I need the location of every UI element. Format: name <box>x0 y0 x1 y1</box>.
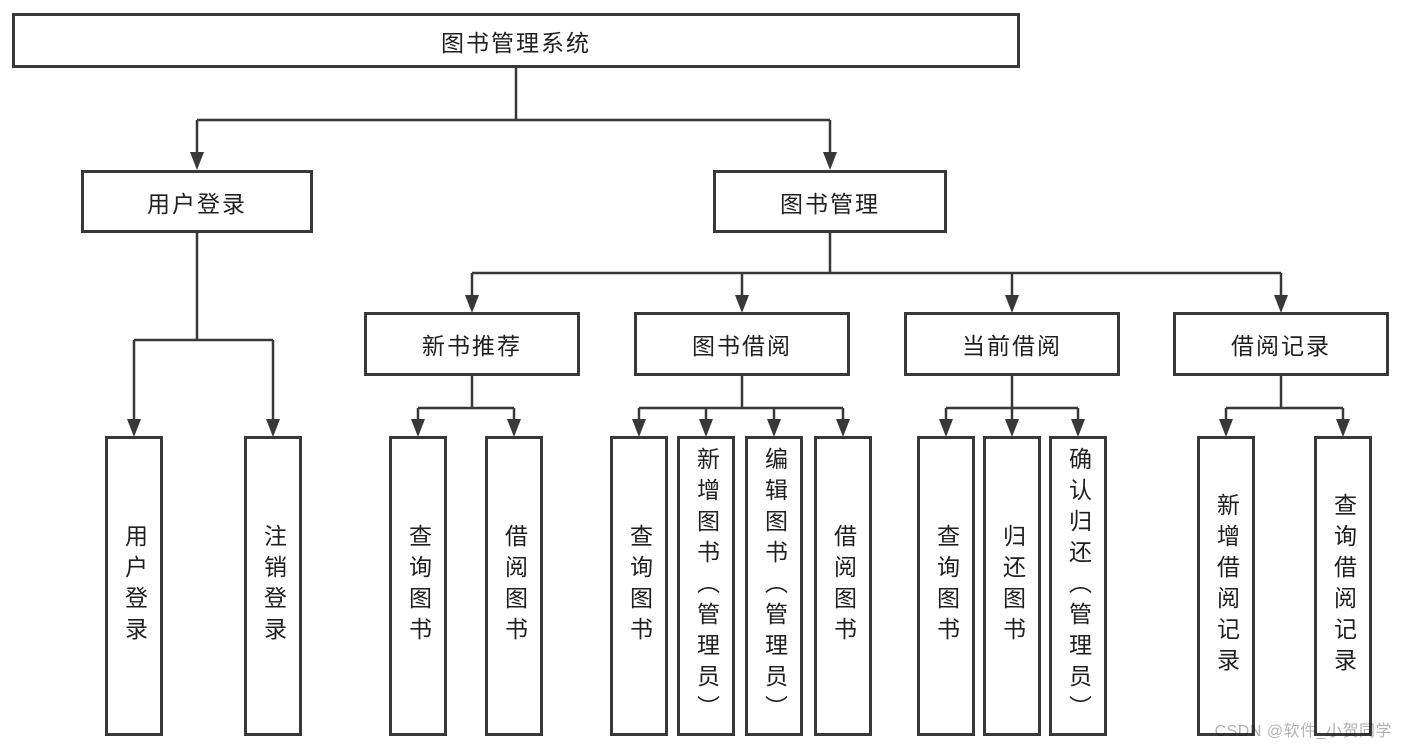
leaf-query-books-borrowing-label: 查询图书 <box>626 524 653 648</box>
node-book-borrowing: 图书借阅 <box>634 312 850 376</box>
leaf-user-login-label: 用户登录 <box>121 524 148 648</box>
leaf-query-books-recommend: 查询图书 <box>389 436 447 736</box>
node-current-borrowing: 当前借阅 <box>904 312 1120 376</box>
node-book-borrowing-label: 图书借阅 <box>692 333 792 359</box>
leaf-add-borrow-record-label: 新增借阅记录 <box>1213 493 1240 679</box>
leaf-logout-label: 注销登录 <box>260 524 287 648</box>
node-user-login-label: 用户登录 <box>147 190 247 217</box>
node-root-label: 图书管理系统 <box>441 29 591 56</box>
leaf-add-borrow-record: 新增借阅记录 <box>1197 436 1255 736</box>
leaf-borrow-books-recommend: 借阅图书 <box>485 436 543 736</box>
node-book-management: 图书管理 <box>713 170 947 233</box>
leaf-add-book-admin: 新增图书（管理员） <box>677 436 735 736</box>
leaf-query-books-recommend-label: 查询图书 <box>405 524 432 648</box>
leaf-borrow-books-recommend-label: 借阅图书 <box>501 524 528 648</box>
leaf-query-borrow-record: 查询借阅记录 <box>1314 436 1372 736</box>
leaf-query-borrow-record-label: 查询借阅记录 <box>1330 493 1357 679</box>
leaf-query-books-current-label: 查询图书 <box>933 524 960 648</box>
node-borrowing-records-label: 借阅记录 <box>1231 333 1331 359</box>
node-current-borrowing-label: 当前借阅 <box>962 333 1062 359</box>
leaf-confirm-return-admin: 确认归还（管理员） <box>1049 436 1107 736</box>
leaf-logout: 注销登录 <box>244 436 302 736</box>
leaf-user-login: 用户登录 <box>105 436 163 736</box>
node-new-book-recommend-label: 新书推荐 <box>422 333 522 359</box>
node-borrowing-records: 借阅记录 <box>1173 312 1389 376</box>
leaf-query-books-borrowing: 查询图书 <box>610 436 668 736</box>
connector-stems <box>132 68 1345 422</box>
leaf-edit-book-admin: 编辑图书（管理员） <box>745 436 803 736</box>
leaf-add-book-admin-label: 新增图书（管理员） <box>693 446 720 726</box>
leaf-confirm-return-admin-label: 确认归还（管理员） <box>1065 446 1092 726</box>
leaf-borrow-books-borrowing: 借阅图书 <box>814 436 872 736</box>
leaf-query-books-current: 查询图书 <box>917 436 975 736</box>
node-new-book-recommend: 新书推荐 <box>364 312 580 376</box>
leaf-return-book-label: 归还图书 <box>999 524 1026 648</box>
node-root: 图书管理系统 <box>12 13 1020 68</box>
csdn-watermark: CSDN @软件_小贺同学 <box>1214 723 1392 740</box>
node-user-login: 用户登录 <box>81 170 313 233</box>
connector-arrowheads <box>127 152 1350 437</box>
leaf-edit-book-admin-label: 编辑图书（管理员） <box>761 446 788 726</box>
leaf-return-book: 归还图书 <box>983 436 1041 736</box>
node-book-management-label: 图书管理 <box>780 190 880 217</box>
leaf-borrow-books-borrowing-label: 借阅图书 <box>830 524 857 648</box>
